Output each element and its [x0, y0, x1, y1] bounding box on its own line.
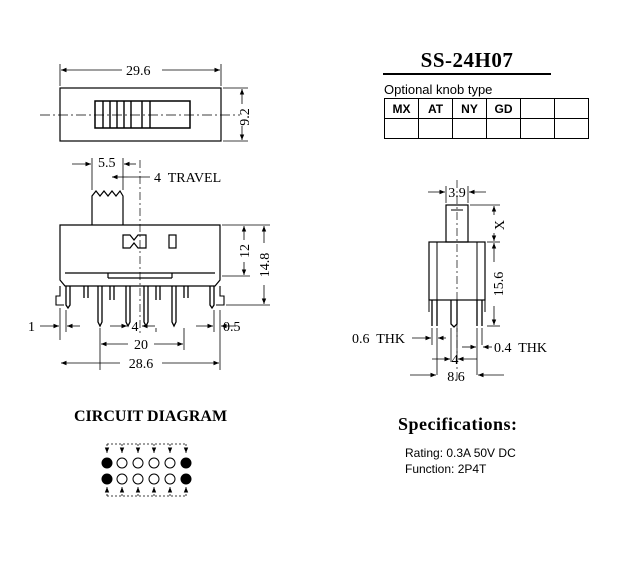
title-underline — [383, 73, 551, 75]
front-pins — [65, 286, 215, 328]
knob-value-cell — [384, 118, 419, 139]
knob-option-at: AT — [418, 98, 453, 119]
front-pin-pitch-label: 4 — [132, 320, 139, 335]
knob-value-row — [384, 118, 589, 139]
knob-ridges — [102, 101, 151, 128]
knob-option-ny: NY — [452, 98, 487, 119]
side-right-thk-label: 0.4 THK — [494, 341, 547, 356]
knob-value-cell — [554, 118, 589, 139]
knob-option-gd: GD — [486, 98, 521, 119]
circuit-diagram-title: CIRCUIT DIAGRAM — [74, 408, 228, 425]
front-overall-length-label: 28.6 — [129, 357, 154, 372]
top-view — [40, 64, 248, 142]
front-total-height-label: 14.8 — [258, 253, 273, 278]
knob-type-row: MX AT NY GD — [384, 98, 589, 119]
knob-value-cell — [452, 118, 487, 139]
knob-value-cell — [418, 118, 453, 139]
side-knob-width-label: 3.9 — [448, 186, 466, 201]
knob-value-cell — [520, 118, 555, 139]
circuit-contacts — [101, 457, 192, 485]
spec-function: Function: 2P4T — [405, 462, 487, 476]
top-view-body — [59, 87, 222, 142]
top-length-label: 29.6 — [126, 64, 151, 79]
front-lead-thickness-label: 0.5 — [223, 320, 241, 335]
knob-value-cell — [486, 118, 521, 139]
circuit-diagram — [101, 443, 192, 497]
front-slot — [122, 234, 147, 249]
spec-rating: Rating: 0.3A 50V DC — [405, 446, 516, 460]
model-title: SS-24H07 — [420, 48, 514, 72]
front-pin-span-label: 20 — [134, 338, 148, 353]
circuit-connectors — [104, 444, 189, 496]
knob-type-table: MX AT NY GD — [384, 98, 589, 139]
knob-option-empty — [520, 98, 555, 119]
knob-type-label: Optional knob type — [384, 82, 493, 97]
specifications-title: Specifications: — [398, 414, 518, 434]
side-body-height-label: 15.6 — [492, 272, 507, 297]
front-edge-offset-label: 1 — [28, 320, 35, 335]
front-knob-width-label: 5.5 — [98, 156, 116, 171]
side-overall-width-label: 8.6 — [447, 370, 465, 385]
front-view — [40, 158, 270, 370]
front-travel-label: 4 TRAVEL — [154, 171, 221, 186]
knob-option-mx: MX — [384, 98, 419, 119]
front-knob — [91, 189, 124, 225]
side-pitch-label: 4 — [452, 353, 459, 368]
side-knob-height-label: X — [493, 220, 508, 230]
side-view — [410, 180, 504, 380]
front-body — [59, 224, 221, 287]
front-body-height-label: 12 — [238, 244, 253, 258]
knob-option-empty — [554, 98, 589, 119]
side-left-thk-label: 0.6 THK — [352, 332, 405, 347]
top-width-label: 9.2 — [238, 108, 253, 126]
